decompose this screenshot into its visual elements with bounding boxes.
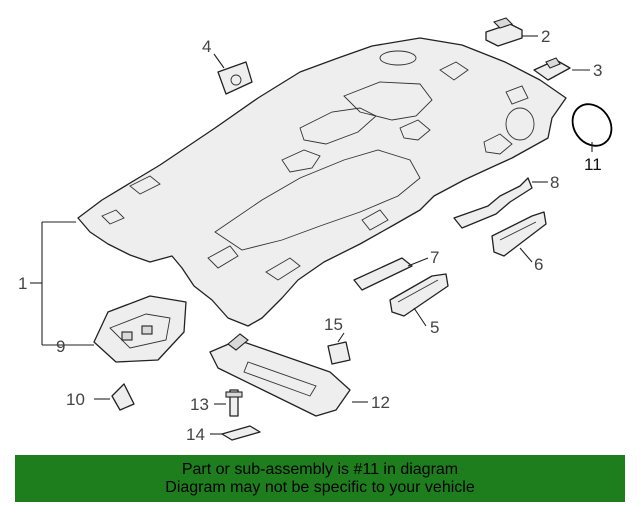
- seal-ring-part-11[interactable]: [565, 97, 620, 154]
- callout-2: 2: [541, 27, 550, 46]
- callout-14: 14: [186, 425, 205, 444]
- banner-line-disclaimer: Diagram may not be specific to your vehi…: [165, 478, 475, 496]
- leader-lines: [30, 35, 593, 435]
- callout-1: 1: [18, 274, 27, 293]
- console-part-9[interactable]: [93, 295, 187, 363]
- bracket-part-4[interactable]: [217, 61, 253, 95]
- parts-diagram: 1 2 3 4 5 6 7 8 9 10 11 12 13 14 15: [18, 17, 620, 444]
- callout-12: 12: [371, 393, 390, 412]
- callout-6: 6: [534, 255, 543, 274]
- grab-handle-part-6[interactable]: [491, 211, 547, 257]
- callout-13: 13: [190, 395, 209, 414]
- callout-7: 7: [430, 248, 439, 267]
- callout-8: 8: [550, 173, 559, 192]
- callout-4: 4: [202, 37, 211, 56]
- callout-10: 10: [66, 390, 85, 409]
- callout-5: 5: [430, 318, 439, 337]
- screw-part-13[interactable]: [225, 389, 243, 417]
- rail-bracket-part-8[interactable]: [453, 177, 533, 229]
- trim-strip-part-7[interactable]: [353, 257, 413, 291]
- clip-part-2[interactable]: [485, 17, 523, 47]
- cap-part-14[interactable]: [221, 425, 261, 441]
- hook-part-15[interactable]: [327, 341, 351, 365]
- callout-3: 3: [593, 61, 602, 80]
- headliner-part[interactable]: [77, 37, 567, 327]
- info-banner: Part or sub-assembly is #11 in diagram D…: [15, 455, 625, 502]
- grab-handle-part-5[interactable]: [389, 273, 449, 317]
- banner-line-part-number: Part or sub-assembly is #11 in diagram: [181, 460, 459, 478]
- callout-labels: 1 2 3 4 5 6 7 8 9 10 11 12 13 14 15: [18, 27, 602, 444]
- cover-part-10[interactable]: [111, 383, 135, 411]
- callout-15: 15: [324, 315, 343, 334]
- retainer-part-3[interactable]: [533, 57, 571, 81]
- callout-11: 11: [584, 155, 602, 174]
- sun-visor-part-12[interactable]: [209, 333, 351, 417]
- callout-9: 9: [56, 337, 65, 356]
